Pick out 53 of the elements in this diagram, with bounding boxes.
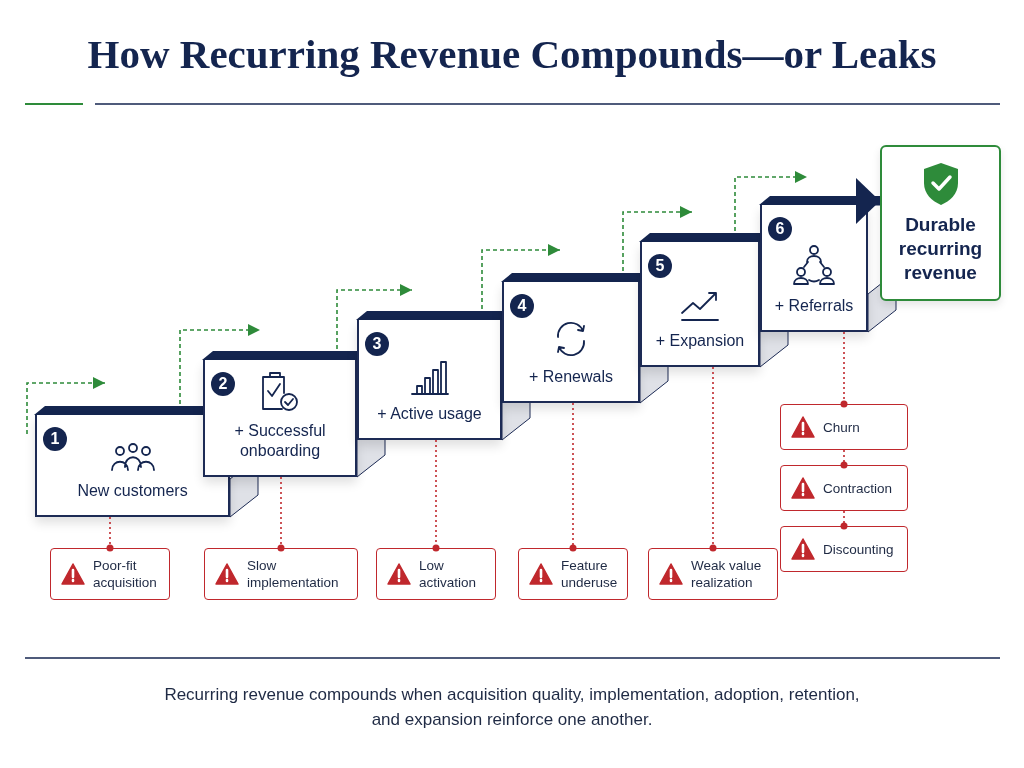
- goal-label: Durable recurring revenue: [897, 213, 984, 285]
- step-card: [640, 242, 760, 367]
- growth-arrow: [622, 206, 693, 272]
- risk-card: [204, 548, 358, 600]
- risk-connector: [840, 331, 848, 408]
- step-number-badge: 4: [510, 294, 534, 318]
- risk-connector: [569, 402, 577, 552]
- step-number-badge: 1: [43, 427, 67, 451]
- risk-connector: [840, 510, 848, 530]
- step-card: [357, 320, 502, 440]
- risk-connector: [277, 476, 285, 552]
- risk-label: Churn: [823, 418, 861, 436]
- step-label: + Renewals: [528, 367, 613, 387]
- risk-card: [518, 548, 628, 600]
- step-number-badge: 2: [211, 372, 235, 396]
- risk-connector: [432, 439, 440, 552]
- goal-card: [880, 145, 1001, 301]
- risk-card: [780, 465, 908, 511]
- step-number-badge: 5: [648, 254, 672, 278]
- step-number-badge: 3: [365, 332, 389, 356]
- risk-label: Discounting: [823, 540, 895, 558]
- step-label: New customers: [77, 481, 188, 501]
- growth-arrow: [179, 324, 261, 405]
- growth-arrow: [734, 171, 808, 232]
- step-card: [760, 205, 868, 332]
- risk-card: [648, 548, 778, 600]
- risk-card: [376, 548, 496, 600]
- risk-connector: [709, 366, 717, 552]
- risk-connector: [840, 449, 848, 469]
- growth-arrow: [26, 377, 106, 435]
- step-card: [35, 415, 230, 517]
- growth-arrow: [336, 284, 413, 350]
- step-label: + Referrals: [774, 296, 854, 316]
- risk-label: Poor-fit acquisition: [93, 557, 158, 591]
- risk-label: Low activation: [419, 557, 478, 591]
- title: How Recurring Revenue Compounds—or Leaks: [87, 30, 937, 78]
- risk-label: Slow implementation: [247, 557, 340, 591]
- step-label: + Expansion: [655, 331, 745, 351]
- risk-card: [780, 404, 908, 450]
- step-number-badge: 6: [768, 217, 792, 241]
- caption: Recurring revenue compounds when acquisition quality, implementation, adoption, retention, and expansion reinforce one another.: [163, 684, 861, 731]
- step-label: + Active usage: [377, 404, 482, 424]
- risk-card: [780, 526, 908, 572]
- step-card: [203, 360, 357, 477]
- step-label: + Successful onboarding: [233, 421, 327, 461]
- risk-label: Contraction: [823, 479, 894, 497]
- risk-label: Feature underuse: [561, 557, 619, 591]
- progress-arrow: [856, 178, 880, 224]
- risk-connector: [106, 516, 114, 552]
- step-card: [502, 282, 640, 403]
- risk-label: Weak value realization: [691, 557, 763, 591]
- growth-arrow: [481, 244, 561, 310]
- risk-card: [50, 548, 170, 600]
